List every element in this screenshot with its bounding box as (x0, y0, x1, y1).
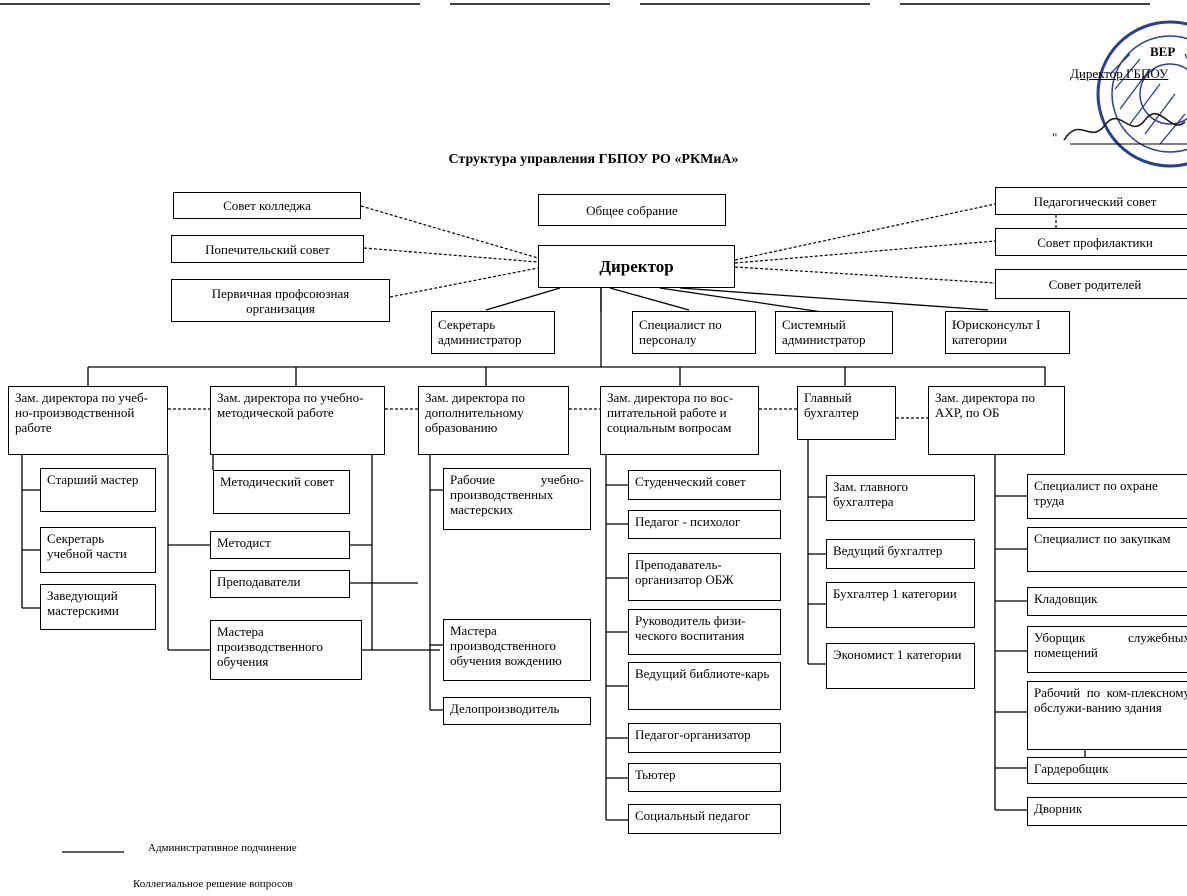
page-top-cutoff (0, 0, 1187, 24)
round-seal-stamp (1096, 20, 1187, 168)
signature-icon (1063, 112, 1187, 145)
approve-heading: ВЕР (1150, 44, 1176, 59)
psychologist-box: Педагог - психолог (628, 510, 781, 539)
hr-specialist-box: Специалист по персоналу (632, 311, 756, 354)
trade-union-box: Первичная профсоюзная организация (171, 279, 390, 322)
librarian-box: Ведущий библиоте-карь (628, 662, 781, 710)
quote-mark: " (1052, 130, 1058, 145)
labor-safety-box: Специалист по охране труда (1027, 474, 1187, 519)
director-box: Директор (538, 245, 735, 288)
social-pedagogue-box: Социальный педагог (628, 804, 781, 834)
storekeeper-box: Кладовщик (1027, 587, 1187, 616)
deputy-additional-box: Зам. директора по дополнительному образо… (418, 386, 569, 455)
janitor-box: Дворник (1027, 797, 1187, 826)
deputy-production-box: Зам. директора по учеб-но-производственн… (8, 386, 168, 455)
college-council-box: Совет колледжа (173, 192, 361, 219)
lead-accountant-box: Ведущий бухгалтер (826, 539, 975, 569)
methodical-council-box: Методический совет (213, 470, 350, 514)
clerk-box: Делопроизводитель (443, 697, 591, 725)
deputy-educational-box: Зам. директора по вос-питательной работе… (600, 386, 759, 455)
obzh-teacher-box: Преподаватель-организатор ОБЖ (628, 553, 781, 601)
cleaner-box: Уборщик служебных помещений (1027, 626, 1187, 673)
deputy-accountant-box: Зам. главного бухгалтера (826, 475, 975, 521)
lawyer-box: Юрисконсульт I категории (945, 311, 1070, 354)
tutor-box: Тьютер (628, 763, 781, 792)
senior-master-box: Старший мастер (40, 468, 156, 512)
procurement-box: Специалист по закупкам (1027, 527, 1187, 572)
study-secretary-box: Секретарь учебной части (40, 527, 156, 573)
parents-council-box: Совет родителей (995, 269, 1187, 299)
trustees-council-box: Попечительский совет (171, 235, 364, 263)
student-council-box: Студенческий совет (628, 470, 781, 500)
legend-collegial-label: Коллегиальное решение вопросов (133, 878, 293, 890)
pe-head-box: Руководитель физи-ческого воспитания (628, 609, 781, 655)
deputy-ahr-box: Зам. директора по АХР, по ОБ (928, 386, 1065, 455)
secretary-box: Секретарь администратор (431, 311, 555, 354)
workshop-workers-box: Рабочие учебно-производственных мастерск… (443, 468, 591, 530)
cloakroom-box: Гардеробщик (1027, 757, 1187, 784)
pedagogical-council-box: Педагогический совет (995, 187, 1187, 215)
teachers-box: Преподаватели (210, 570, 350, 598)
accountant-box: Бухгалтер 1 категории (826, 582, 975, 628)
director-approval-label: Директор ГБПОУ (1070, 66, 1169, 81)
prevention-council-box: Совет профилактики (995, 228, 1187, 256)
pedagogue-organizer-box: Педагог-организатор (628, 723, 781, 753)
driving-masters-box: Мастера производственного обучения вожде… (443, 619, 591, 681)
general-meeting-box: Общее собрание (538, 194, 726, 226)
maintenance-worker-box: Рабочий по ком-плексному обслужи-ванию з… (1027, 681, 1187, 750)
methodist-box: Методист (210, 531, 350, 559)
production-masters-box: Мастера производственного обучения (210, 620, 362, 680)
economist-box: Экономист 1 категории (826, 643, 975, 689)
deputy-methodical-box: Зам. директора по учебно-методической ра… (210, 386, 385, 455)
page-title: Структура управления ГБПОУ РО «РКМиА» (448, 152, 739, 167)
sysadmin-box: Системный администратор (775, 311, 893, 354)
legend-admin-label: Административное подчинение (148, 842, 297, 854)
workshop-head-box: Заведующий мастерскими (40, 584, 156, 630)
chief-accountant-box: Главный бухгалтер (797, 386, 896, 440)
